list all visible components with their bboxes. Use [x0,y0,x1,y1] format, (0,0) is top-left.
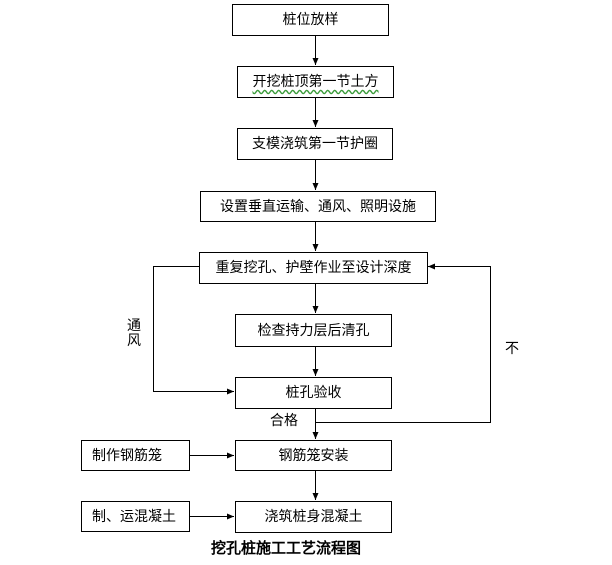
step-label: 检查持力层后清孔 [257,322,370,339]
fail-loop-line [315,263,491,423]
step-excavate-first-section: 开挖桩顶第一节土方 [237,66,394,98]
step-label: 桩孔验收 [285,385,342,401]
step-inspect-clean: 检查持力层后清孔 [235,314,392,347]
step-stake-layout: 桩位放样 [232,4,389,36]
step-label: 支模浇筑第一节护圈 [252,136,378,152]
step-label: 设置垂直运输、通风、照明设施 [220,198,416,215]
fail-label: 不 [505,341,519,357]
input-make-cage: 制作钢筋笼 [81,440,190,471]
step-label: 桩位放样 [282,12,339,28]
input-make-concrete: 制、运混凝土 [81,501,190,532]
step-label: 重复挖孔、护壁作业至设计深度 [215,260,412,276]
step-setup-facilities: 设置垂直运输、通风、照明设施 [200,191,436,222]
step-pour-concrete: 浇筑桩身混凝土 [235,501,392,533]
step-hole-acceptance: 桩孔验收 [235,377,392,409]
ventilation-loop-line [153,266,234,395]
ventilation-label: 通风 [127,318,141,349]
pass-label: 合格 [270,413,298,429]
input-label: 制作钢筋笼 [92,447,162,464]
step-form-first-collar: 支模浇筑第一节护圈 [237,128,393,160]
diagram-title: 挖孔桩施工工艺流程图 [211,539,362,557]
step-cage-install: 钢筋笼安装 [235,440,392,471]
input-label: 制、运混凝土 [92,508,176,525]
step-label: 开挖桩顶第一节土方 [252,74,379,90]
step-repeat-excavation: 重复挖孔、护壁作业至设计深度 [199,252,428,284]
step-label: 浇筑桩身混凝土 [264,509,363,525]
step-label: 钢筋笼安装 [278,447,349,464]
